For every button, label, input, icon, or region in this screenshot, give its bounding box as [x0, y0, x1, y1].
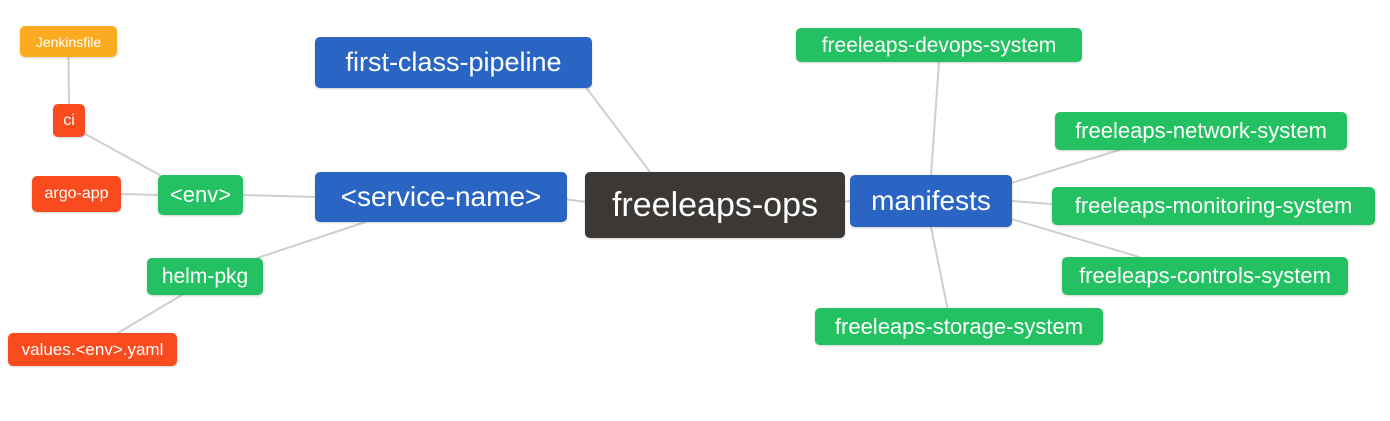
node-service-name[interactable]: <service-name>	[315, 172, 567, 222]
node-freeleaps-network-system[interactable]: freeleaps-network-system	[1055, 112, 1347, 150]
edge-helm-pkg--service-name	[256, 221, 367, 259]
edge-manifests--freeleaps-storage-system	[930, 226, 949, 309]
edge-env--service-name	[242, 194, 316, 198]
node-freeleaps-devops-system[interactable]: freeleaps-devops-system	[796, 28, 1082, 62]
edge-jenkinsfile--ci	[67, 56, 70, 105]
node-freeleaps-controls-system[interactable]: freeleaps-controls-system	[1062, 257, 1348, 295]
edge-manifests--freeleaps-network-system	[1011, 149, 1121, 184]
node-env[interactable]: <env>	[158, 175, 243, 215]
node-ci[interactable]: ci	[53, 104, 85, 137]
node-freeleaps-storage-system[interactable]: freeleaps-storage-system	[815, 308, 1103, 345]
node-freeleaps-ops[interactable]: freeleaps-ops	[585, 172, 845, 238]
node-first-class-pipeline[interactable]: first-class-pipeline	[315, 37, 592, 88]
node-helm-pkg[interactable]: helm-pkg	[147, 258, 263, 295]
edge-first-class-pipeline--freeleaps-ops	[585, 87, 651, 173]
edge-ci--env	[84, 132, 161, 176]
node-manifests[interactable]: manifests	[850, 175, 1012, 227]
node-argo-app[interactable]: argo-app	[32, 176, 121, 212]
edge-service-name--freeleaps-ops	[566, 198, 586, 203]
edge-manifests--freeleaps-devops-system	[930, 61, 940, 176]
edge-values-env-yaml--helm-pkg	[116, 294, 183, 334]
node-freeleaps-monitoring-system[interactable]: freeleaps-monitoring-system	[1052, 187, 1375, 225]
node-jenkinsfile[interactable]: Jenkinsfile	[20, 26, 117, 57]
edge-argo-app--env	[120, 193, 159, 196]
node-values-env-yaml[interactable]: values.<env>.yaml	[8, 333, 177, 366]
edge-manifests--freeleaps-monitoring-system	[1011, 200, 1053, 206]
